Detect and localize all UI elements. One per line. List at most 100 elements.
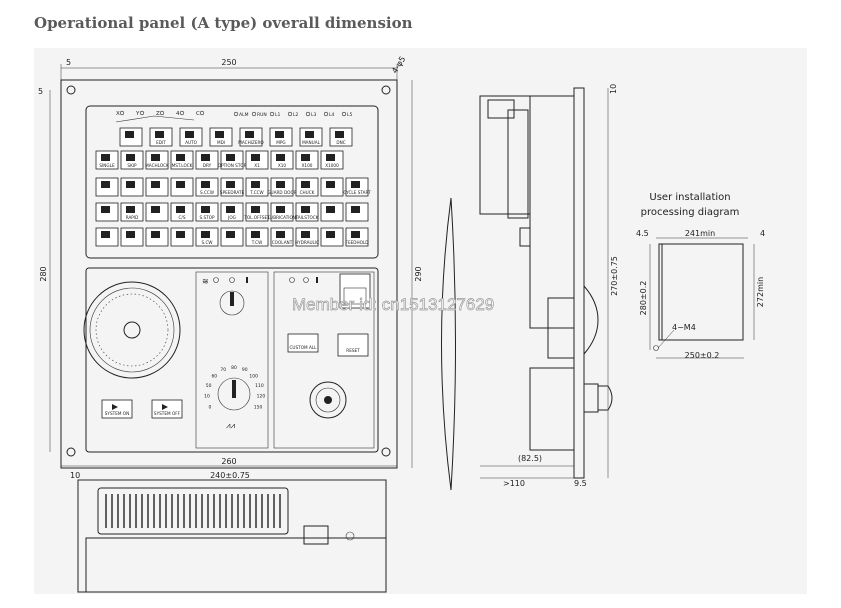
key-label: SPEEDRATE <box>220 190 245 195</box>
zigzag-icon: ⩘⩘ <box>226 421 236 430</box>
key-label: X100 <box>302 163 313 168</box>
key-label: X1000 <box>325 163 339 168</box>
axis-led-label: Z <box>156 111 160 117</box>
key-label: LUBRICATION <box>268 215 296 220</box>
key-label: CHUCK <box>300 190 315 195</box>
key-glyph-icon <box>101 181 110 188</box>
side-handwheel-body <box>547 297 575 359</box>
mount-hole <box>66 85 76 95</box>
status-led-label: L1 <box>275 112 281 118</box>
key-label: CYCLE START <box>343 190 371 195</box>
key-glyph-icon <box>301 231 310 238</box>
side-upper-box <box>479 95 531 215</box>
mount-hole <box>66 447 76 457</box>
install-hole-note: 4−M4 <box>672 323 696 332</box>
key-glyph-icon <box>275 131 284 138</box>
reset-label: RESET <box>346 348 360 353</box>
bottom-body <box>85 537 387 593</box>
play-icon <box>112 404 118 410</box>
status-led-label: L2 <box>293 112 299 118</box>
axis-led <box>139 110 145 116</box>
side-keypad-body <box>529 95 575 329</box>
knob-scale-label: 110 <box>255 383 264 389</box>
dim-hole: 4-φ5 <box>390 55 407 75</box>
cutout-outline <box>658 243 744 341</box>
key-label: TAILSTOCK <box>295 215 319 220</box>
section-view <box>441 197 456 491</box>
key-label: T.CCW <box>249 190 263 195</box>
key-glyph-icon <box>185 131 194 138</box>
dim-left-offset: 5 <box>66 58 71 67</box>
bottom-screw <box>345 531 355 541</box>
system-off-label: SYSTEM OFF <box>154 411 181 416</box>
right-column <box>273 271 375 449</box>
key-label: MDI <box>217 140 225 145</box>
key-label: AUTO <box>185 140 197 145</box>
axis-led <box>199 110 205 116</box>
key-glyph-icon <box>245 131 254 138</box>
key-glyph-icon <box>305 131 314 138</box>
key-label: MACHLOCK <box>145 163 169 168</box>
key-label: EDIT <box>156 140 166 145</box>
bottom-view: 240±0.75 10 <box>70 471 387 593</box>
key-label: SKIP <box>127 163 137 168</box>
key-label: S.CCW <box>200 190 214 195</box>
key-glyph-icon <box>226 206 235 213</box>
dim-bottom-width: 260 <box>221 457 236 466</box>
handwheel-hub <box>123 321 141 339</box>
key-label: MANUAL <box>302 140 321 145</box>
key-label: COOLANT <box>272 240 293 245</box>
key-label: S.CW <box>201 240 212 245</box>
key-glyph-icon <box>276 181 285 188</box>
led-wire <box>115 115 195 123</box>
key-label: S.STOP <box>199 215 215 220</box>
keypad-area <box>85 105 379 259</box>
emergency-lamp-inner <box>343 287 367 305</box>
page-title: Operational panel (A type) overall dimen… <box>34 14 413 32</box>
heatsink-fins <box>105 494 281 528</box>
knob-scale-label: 80 <box>231 365 237 371</box>
watermark: Member id: cn1513127629 <box>292 295 494 314</box>
mount-hole <box>381 447 391 457</box>
key-glyph-icon <box>276 231 285 238</box>
mode-knob <box>219 290 245 316</box>
install-left-gap: 4.5 <box>636 229 649 238</box>
knob-scale-label: 100 <box>249 374 258 380</box>
axis-led-label: C <box>196 111 200 117</box>
wave-icon: ≋ <box>202 277 209 286</box>
axis-led-label: Y <box>135 111 140 117</box>
side-front-plate <box>573 87 585 479</box>
selector-column <box>195 271 269 449</box>
emergency-lamp <box>339 273 371 309</box>
knob-scale-label: 0 <box>209 404 212 410</box>
dim-left-top-gap: 5 <box>38 87 43 96</box>
key-label: X1 <box>254 163 260 168</box>
key-glyph-icon <box>126 231 135 238</box>
key-label: RAPID <box>126 215 139 220</box>
key-glyph-icon <box>326 181 335 188</box>
status-led <box>323 111 329 117</box>
handwheel <box>83 281 181 379</box>
key-glyph-icon <box>251 154 260 161</box>
key-glyph-icon <box>201 181 210 188</box>
lower-panel <box>85 267 379 453</box>
key-glyph-icon <box>176 154 185 161</box>
dim-top-width: 250 <box>221 58 236 67</box>
key-glyph-icon <box>301 181 310 188</box>
key-glyph-icon <box>301 206 310 213</box>
key-glyph-icon <box>276 206 285 213</box>
dim-side-depth-label: (82.5) <box>518 454 542 463</box>
knob-scale-label: 60 <box>211 374 217 380</box>
status-led <box>251 111 257 117</box>
key-glyph-icon <box>201 231 210 238</box>
led-dot <box>289 277 295 283</box>
key-glyph-icon <box>126 206 135 213</box>
key-glyph-icon <box>326 154 335 161</box>
dim-bottom-view-width: 240±0.75 <box>210 471 250 480</box>
key-label: TOL.OFFSET <box>243 215 270 220</box>
status-led <box>287 111 293 117</box>
status-led-label: ALM <box>239 112 249 118</box>
mount-hole <box>381 85 391 95</box>
front-panel-outline <box>60 79 398 469</box>
